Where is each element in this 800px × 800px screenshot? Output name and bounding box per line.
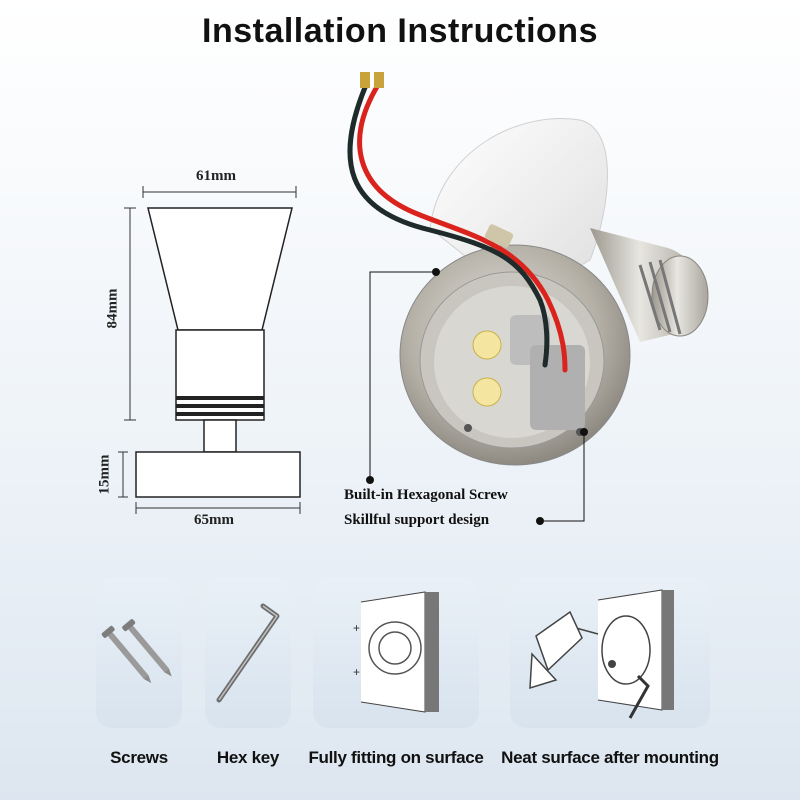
page-title: Installation Instructions	[202, 12, 598, 50]
card-hex-key	[205, 578, 291, 728]
svg-text:+: +	[353, 665, 360, 679]
callout-support-design: Skillful support design	[344, 512, 490, 528]
caption-hex-key: Hex key	[216, 748, 280, 767]
surface-mount-icon: + +	[353, 591, 439, 713]
card-neat-surface	[510, 578, 710, 728]
card-screws	[96, 578, 182, 728]
card-surface-fitting: + +	[313, 578, 479, 728]
svg-text:+: +	[353, 621, 360, 635]
caption-surface-fitting: Fully fitting on surface	[308, 748, 484, 767]
dim-base-width: 65mm	[194, 512, 234, 528]
callout-hex-screw: Built-in Hexagonal Screw	[344, 487, 508, 503]
caption-neat-surface: Neat surface after mounting	[501, 748, 719, 767]
mounted-light-icon	[529, 589, 674, 719]
caption-screws: Screws	[110, 748, 168, 767]
hex-key-icon	[216, 603, 280, 703]
dim-top-width: 61mm	[196, 168, 236, 184]
screws-icon	[101, 619, 172, 684]
